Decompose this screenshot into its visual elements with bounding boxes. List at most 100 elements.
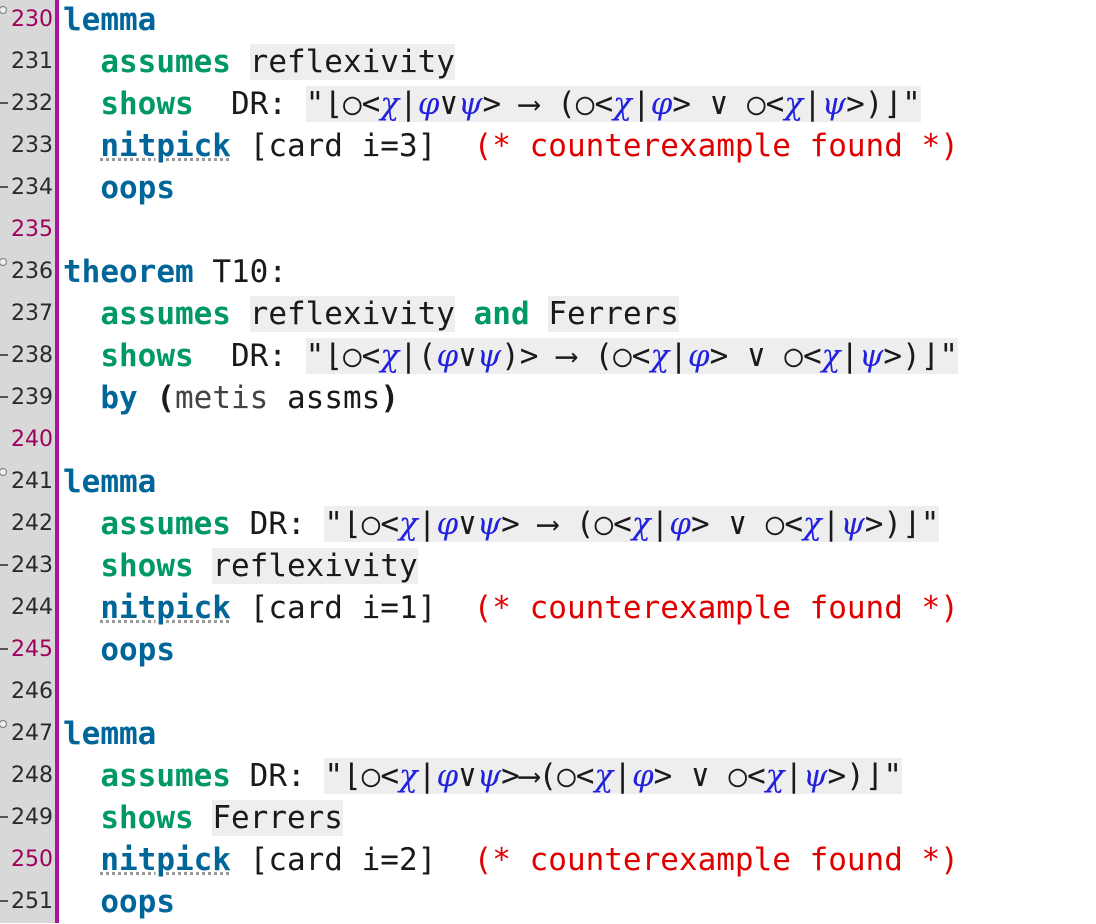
line-number: 244: [11, 595, 53, 620]
code-text: lemma: [63, 0, 156, 42]
comment: (* counterexample found *): [473, 590, 959, 626]
keyword[interactable]: nitpick: [100, 128, 231, 164]
code-text: assumes reflexivity and Ferrers: [63, 294, 679, 336]
code-line[interactable]: 237 assumes reflexivity and Ferrers: [0, 294, 1096, 336]
formula[interactable]: "⌊○<χ|φ∨ψ> ⟶ (○<χ|φ> ∨ ○<χ|ψ>)⌋": [305, 86, 921, 122]
keyword: assumes: [100, 506, 231, 542]
line-number: 230: [11, 7, 53, 32]
options: [card i=3]: [249, 128, 437, 164]
keyword: oops: [100, 884, 175, 920]
keyword: and: [473, 296, 530, 332]
keyword: assumes: [100, 296, 231, 332]
code-line[interactable]: 246: [0, 672, 1096, 714]
code-text: lemma: [63, 714, 156, 756]
label: DR:: [249, 506, 306, 542]
code-line[interactable]: 236 theorem T10:: [0, 252, 1096, 294]
code-text: by (metis assms): [100, 380, 399, 416]
fact-reference: assms: [268, 380, 381, 416]
code-line[interactable]: 250 nitpick [card i=2] (* counterexample…: [0, 840, 1096, 882]
code-text: assumes reflexivity: [63, 42, 455, 84]
keyword[interactable]: nitpick: [100, 842, 231, 878]
code-line[interactable]: 248 assumes DR: "⌊○<χ|φ∨ψ>⟶(○<χ|φ> ∨ ○<χ…: [0, 756, 1096, 798]
code-text: shows DR: "⌊○<χ|(φ∨ψ)> ⟶ (○<χ|φ> ∨ ○<χ|ψ…: [63, 336, 959, 378]
fact-reference[interactable]: reflexivity: [249, 44, 455, 80]
code-line[interactable]: 232 shows DR: "⌊○<χ|φ∨ψ> ⟶ (○<χ|φ> ∨ ○<χ…: [0, 84, 1096, 126]
code-line[interactable]: 243 shows reflexivity: [0, 546, 1096, 588]
keyword[interactable]: nitpick: [100, 590, 231, 626]
code-line[interactable]: 240: [0, 420, 1096, 462]
comment: (* counterexample found *): [473, 128, 959, 164]
keyword: lemma: [63, 464, 157, 500]
keyword: by: [100, 380, 138, 416]
line-number: 242: [11, 511, 53, 536]
label: DR:: [230, 86, 287, 122]
code-text: shows reflexivity: [63, 546, 418, 588]
keyword: assumes: [100, 44, 231, 80]
method-name: metis: [175, 380, 269, 416]
fact-reference[interactable]: reflexivity: [249, 296, 455, 332]
line-number: 238: [11, 343, 53, 368]
code-text: oops: [63, 630, 175, 672]
code-line[interactable]: 251 oops: [0, 882, 1096, 924]
line-number: 248: [11, 763, 53, 788]
code-line[interactable]: 247 lemma: [0, 714, 1096, 756]
code-line[interactable]: 238 shows DR: "⌊○<χ|(φ∨ψ)> ⟶ (○<χ|φ> ∨ ○…: [0, 336, 1096, 378]
line-number: 231: [11, 49, 53, 74]
code-text: oops: [63, 168, 175, 210]
code-text: oops: [63, 882, 175, 924]
fact-reference[interactable]: Ferrers: [212, 800, 343, 836]
comment: (* counterexample found *): [473, 842, 959, 878]
keyword: theorem: [63, 254, 194, 290]
code-line[interactable]: 234 oops: [0, 168, 1096, 210]
code-line[interactable]: 235: [0, 210, 1096, 252]
code-text: lemma: [63, 462, 156, 504]
code-line[interactable]: 231 assumes reflexivity: [0, 42, 1096, 84]
line-number: 246: [11, 679, 53, 704]
formula[interactable]: "⌊○<χ|φ∨ψ> ⟶ (○<χ|φ> ∨ ○<χ|ψ>)⌋": [324, 506, 940, 542]
code-line[interactable]: 233 nitpick [card i=3] (* counterexample…: [0, 126, 1096, 168]
code-line[interactable]: 239 by (metis assms): [0, 378, 1096, 420]
fold-marker-icon[interactable]: [0, 258, 7, 266]
code-text: assumes DR: "⌊○<χ|φ∨ψ> ⟶ (○<χ|φ> ∨ ○<χ|ψ…: [63, 504, 940, 546]
fold-marker-icon[interactable]: [0, 6, 7, 14]
line-number: 241: [11, 469, 53, 494]
formula[interactable]: "⌊○<χ|(φ∨ψ)> ⟶ (○<χ|φ> ∨ ○<χ|ψ>)⌋": [305, 338, 959, 374]
code-text: shows DR: "⌊○<χ|φ∨ψ> ⟶ (○<χ|φ> ∨ ○<χ|ψ>)…: [63, 84, 921, 126]
code-text: nitpick [card i=2] (* counterexample fou…: [63, 840, 959, 882]
line-number: 232: [11, 91, 53, 116]
line-number: 233: [11, 133, 53, 158]
fact-reference[interactable]: Ferrers: [548, 296, 679, 332]
keyword: shows: [100, 548, 194, 584]
keyword: assumes: [100, 758, 231, 794]
tick-marker: [0, 354, 8, 356]
code-line[interactable]: 244 nitpick [card i=1] (* counterexample…: [0, 588, 1096, 630]
label: DR:: [230, 338, 287, 374]
code-line[interactable]: 242 assumes DR: "⌊○<χ|φ∨ψ> ⟶ (○<χ|φ> ∨ ○…: [0, 504, 1096, 546]
tick-marker: [0, 816, 8, 818]
code-text: nitpick [card i=3] (* counterexample fou…: [63, 126, 959, 168]
line-number: 237: [11, 301, 53, 326]
fact-reference[interactable]: reflexivity: [212, 548, 418, 584]
tick-marker: [0, 900, 8, 902]
code-text: assumes DR: "⌊○<χ|φ∨ψ>⟶(○<χ|φ> ∨ ○<χ|ψ>)…: [63, 756, 903, 798]
line-number: 235: [11, 217, 53, 242]
code-line[interactable]: 230 lemma: [0, 0, 1096, 42]
keyword: lemma: [63, 2, 157, 38]
formula[interactable]: "⌊○<χ|φ∨ψ>⟶(○<χ|φ> ∨ ○<χ|ψ>)⌋": [324, 758, 903, 794]
keyword: shows: [100, 800, 194, 836]
line-number-gutter[interactable]: [0, 0, 55, 923]
fold-marker-icon[interactable]: [0, 468, 7, 476]
options: [card i=1]: [249, 590, 437, 626]
code-line[interactable]: 241 lemma: [0, 462, 1096, 504]
line-number: 245: [11, 637, 53, 662]
theorem-name: T10:: [212, 254, 287, 290]
options: [card i=2]: [249, 842, 437, 878]
line-number: 247: [11, 721, 53, 746]
code-line[interactable]: 245 oops: [0, 630, 1096, 672]
code-line[interactable]: 249 shows Ferrers: [0, 798, 1096, 840]
fold-marker-icon[interactable]: [0, 720, 7, 728]
keyword: shows: [100, 86, 194, 122]
tick-marker: [0, 564, 8, 566]
tick-marker: [0, 396, 8, 398]
